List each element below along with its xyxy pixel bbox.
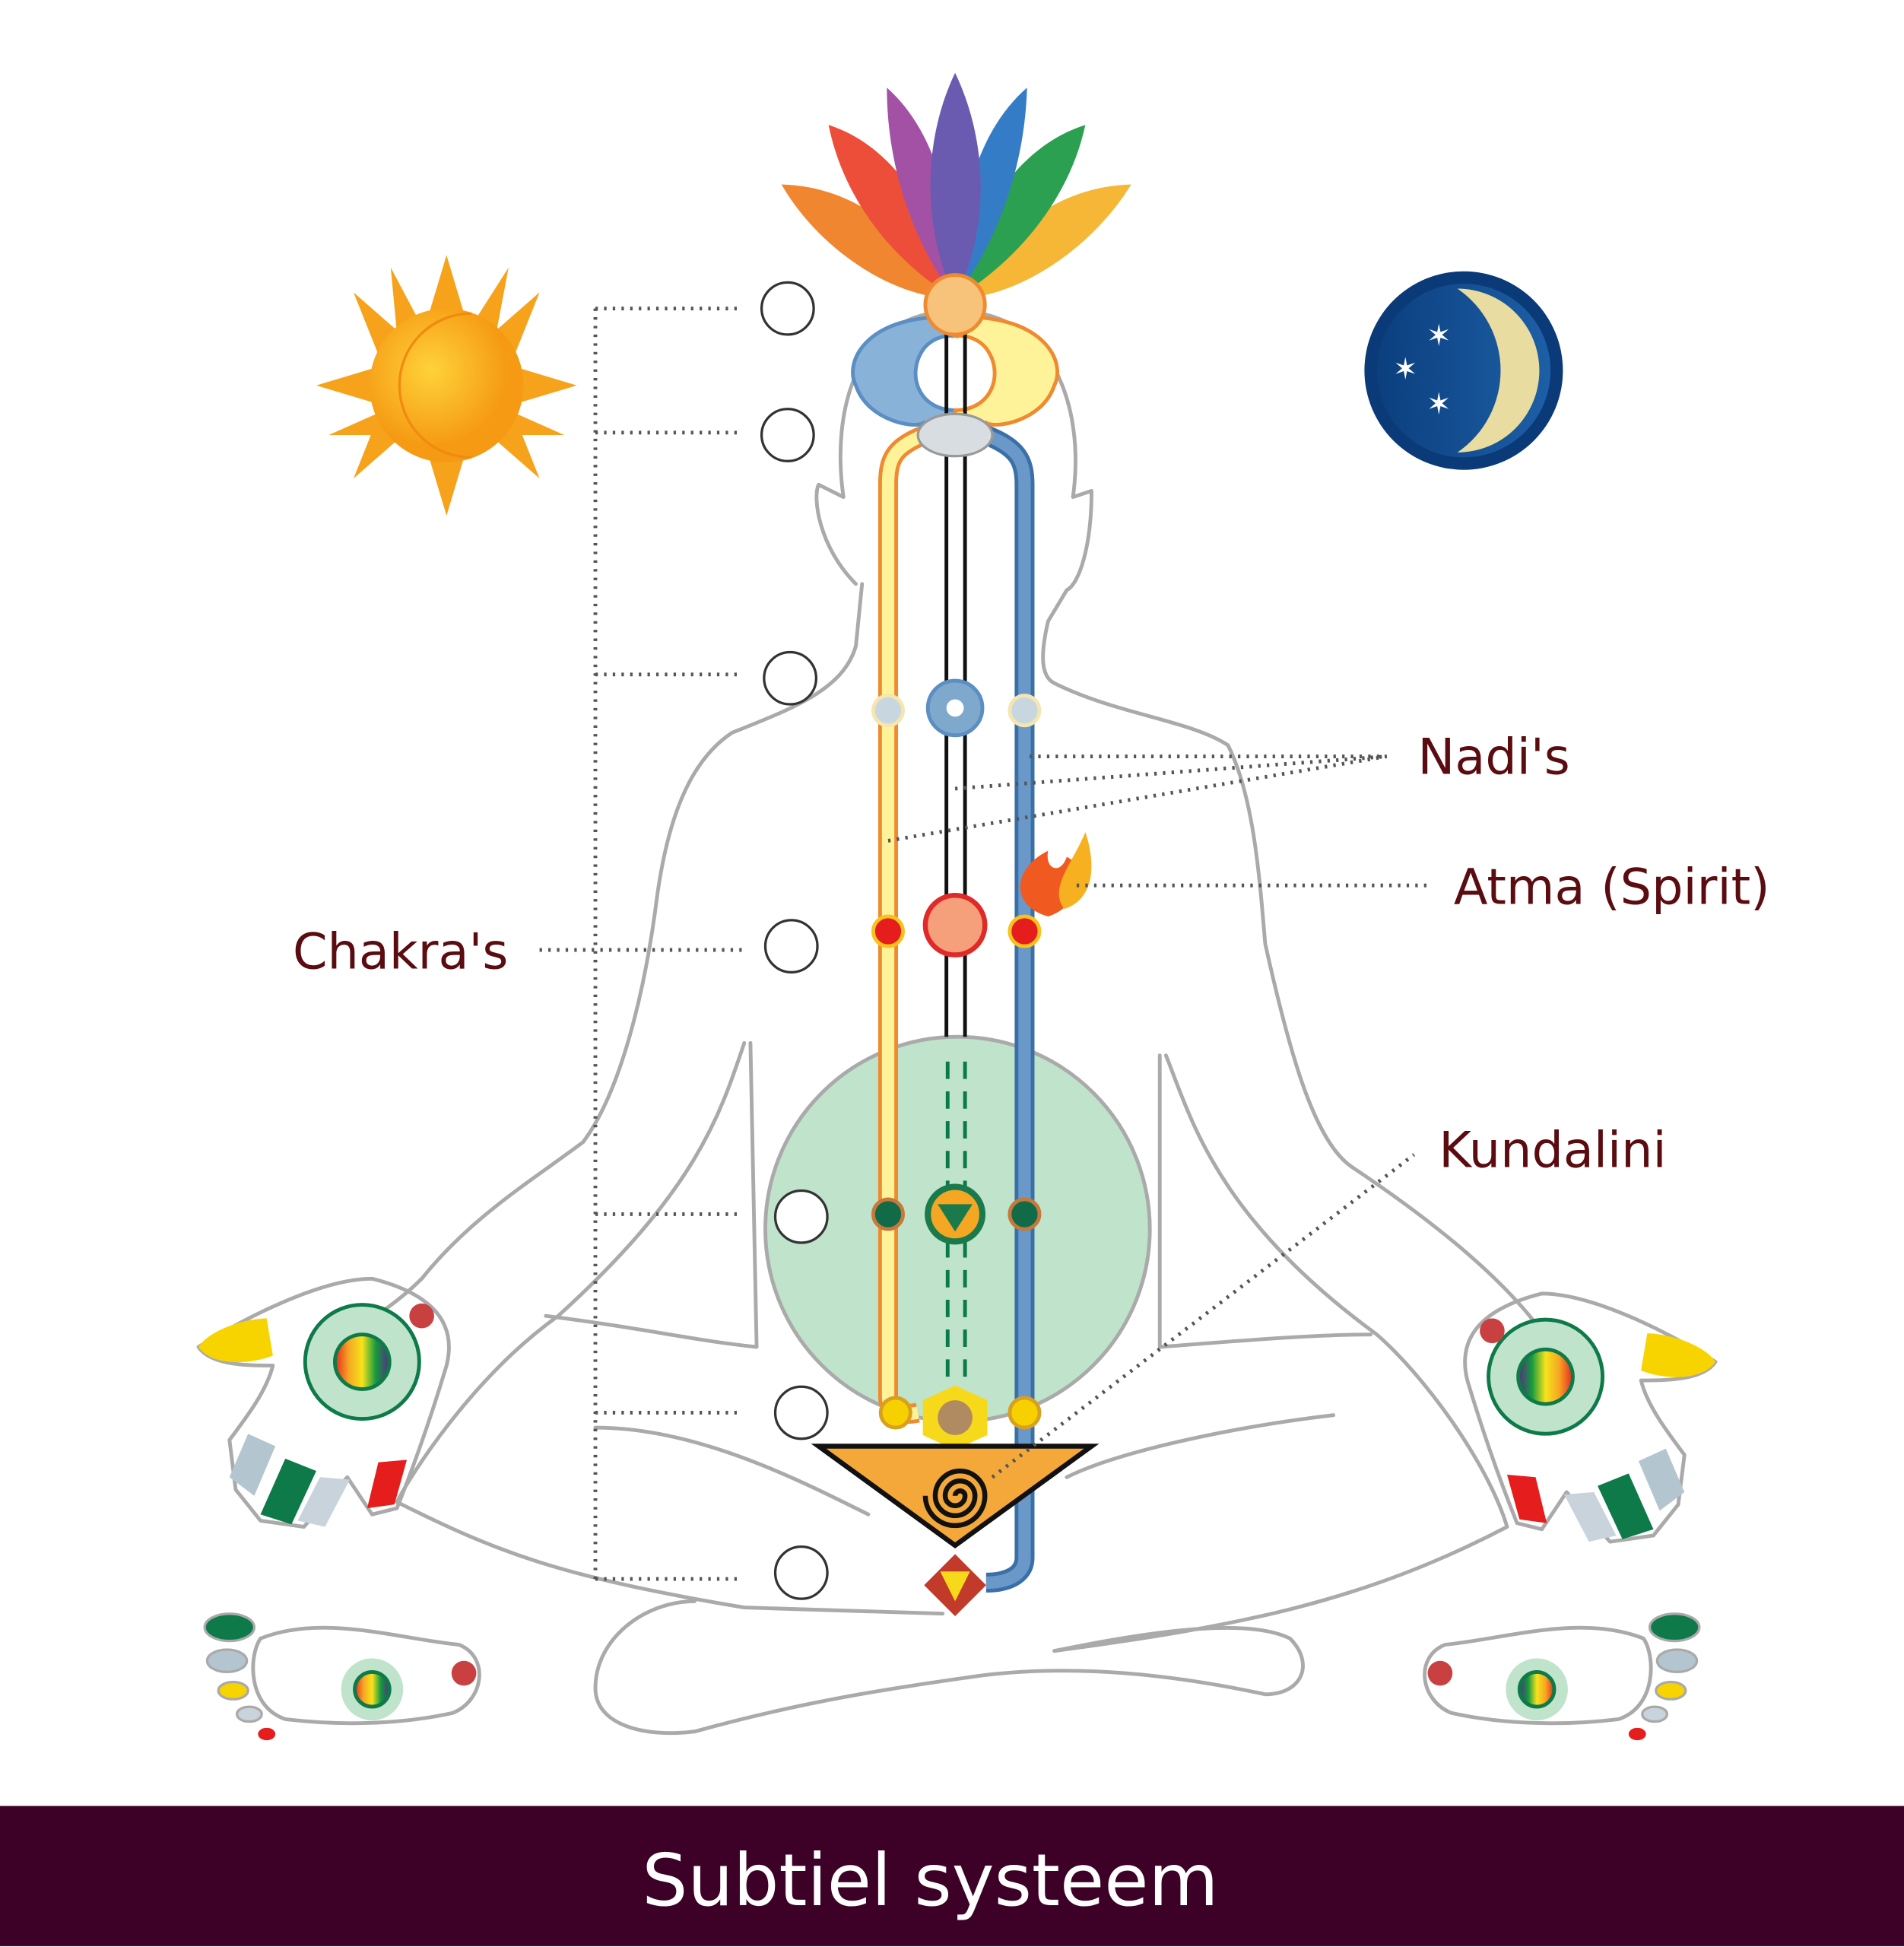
label-chakras: Chakra's [293, 923, 508, 980]
svg-text:✶: ✶ [1426, 387, 1452, 421]
svg-text:✶: ✶ [1426, 319, 1452, 354]
chakra-marker [763, 919, 819, 974]
label-nadis: Nadi's [1418, 728, 1570, 786]
right-hand [1463, 1291, 1718, 1544]
channel-points [871, 694, 1042, 1430]
label-kundalini: Kundalini [1439, 1121, 1666, 1179]
svg-text:✶: ✶ [1393, 353, 1418, 387]
chakra-marker [773, 1385, 829, 1440]
chakra-marker [763, 650, 818, 706]
footer-title: Subtiel systeem [642, 1839, 1218, 1923]
moon-icon: ✶ ✶ ✶ [1364, 271, 1563, 470]
atma-flame-icon [1020, 832, 1092, 916]
chakra-marker [760, 408, 815, 462]
sahasrara-icon [923, 273, 987, 337]
footer-bar [0, 1806, 1904, 1946]
central-chakras [916, 273, 994, 1616]
sun-icon [316, 255, 577, 516]
meditating-body-outline [308, 309, 1565, 1736]
right-foot [1423, 1612, 1701, 1741]
kundalini-triangle [811, 1444, 1100, 1549]
chakra-marker [773, 1189, 829, 1244]
label-connectors [887, 754, 1433, 1479]
agnya-icon [916, 412, 994, 458]
lotus-crown-icon [781, 72, 1131, 299]
left-hand [196, 1276, 451, 1529]
left-foot [203, 1612, 481, 1741]
chakra-marker [760, 281, 815, 336]
chakra-list [539, 281, 829, 1600]
heart-chakra-icon [922, 892, 988, 958]
label-atma: Atma (Spirit) [1454, 859, 1770, 916]
chakra-marker [773, 1545, 829, 1600]
